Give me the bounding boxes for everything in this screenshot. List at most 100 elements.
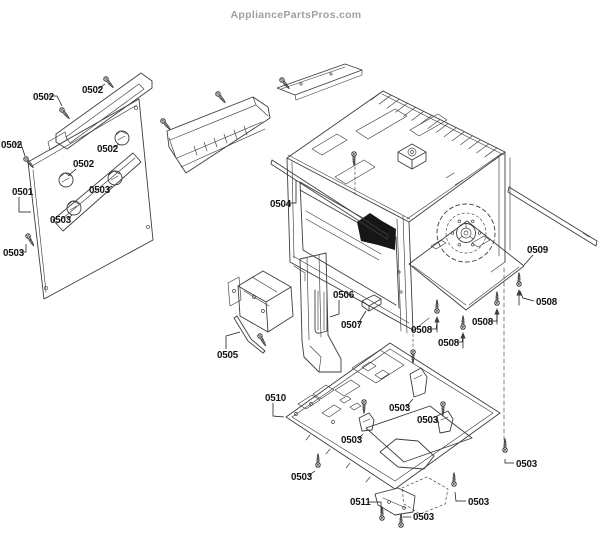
part-label-0503: 0503 (516, 459, 538, 470)
screw-icon (159, 117, 173, 132)
leader-line (429, 322, 438, 330)
bracket-0506 (314, 289, 328, 334)
screw-icon (398, 513, 404, 528)
part-label-0501: 0501 (12, 187, 34, 198)
hatch-line (378, 94, 392, 105)
site-watermark: AppliancePartsPros.com (231, 9, 362, 21)
leader-line (67, 168, 77, 177)
leader-line (272, 403, 285, 418)
heat-shield-0509 (408, 220, 525, 311)
bottom-bracket-0511 (374, 476, 449, 516)
leader-line (287, 180, 297, 204)
leader-line (49, 95, 63, 107)
hatch-line (452, 131, 465, 141)
arrow-up-icon (515, 288, 523, 306)
leader-line (20, 244, 27, 253)
hatch-line (460, 135, 473, 146)
leader-line (456, 337, 464, 343)
screw-icon (214, 90, 228, 105)
leader-line (434, 418, 440, 424)
part-label-0508: 0508 (536, 297, 558, 308)
leader-line (14, 143, 26, 157)
screw-icon (315, 453, 321, 468)
hatch-line (386, 98, 400, 109)
convection-fan (430, 203, 496, 263)
assembly-guide-lines (354, 161, 505, 444)
screw-icon (351, 151, 357, 166)
leader-line (97, 83, 106, 90)
part-label-0503: 0503 (413, 512, 435, 523)
base-pan-0510 (285, 342, 501, 490)
screw-icon (410, 349, 416, 364)
hatch-line (435, 123, 449, 133)
side-mounting-strip (507, 186, 598, 247)
hatch-line (395, 102, 408, 113)
part-label-0503: 0503 (50, 215, 72, 226)
leader-line (523, 254, 534, 266)
screw-icon (502, 438, 508, 453)
spacer-0507 (361, 294, 382, 312)
hatch-line (468, 139, 481, 150)
part-label-0503: 0503 (89, 185, 111, 196)
part-label-0502: 0502 (82, 85, 104, 96)
part-label-0509: 0509 (527, 245, 549, 256)
hatch-line (411, 111, 424, 121)
hatch-line (484, 147, 498, 158)
control-knob-icon (66, 200, 82, 216)
part-label-0508: 0508 (472, 317, 494, 328)
leader-line (490, 314, 498, 322)
leader-line (405, 398, 414, 408)
top-bracket-panel (276, 63, 363, 101)
part-label-0504: 0504 (270, 199, 292, 210)
hatch-line (370, 90, 384, 101)
control-panel-assembly-0501 (27, 72, 154, 300)
screw-icon (361, 399, 367, 414)
screw-icon (24, 232, 37, 248)
leader-line (357, 433, 364, 440)
control-module-0505 (227, 270, 294, 354)
part-label-0503: 0503 (291, 472, 313, 483)
part-label-0502: 0502 (97, 144, 119, 155)
part-label-0510: 0510 (265, 393, 287, 404)
part-label-0502: 0502 (33, 92, 55, 103)
leader-line (112, 143, 120, 149)
leader-line (368, 501, 382, 513)
part-label-0502: 0502 (1, 140, 23, 151)
part-label-0503: 0503 (468, 497, 490, 508)
hatch-line (443, 127, 457, 137)
screw-icon (102, 75, 116, 90)
hatch-line (476, 143, 490, 154)
insulation-hatch (370, 90, 506, 162)
leader-line (66, 214, 73, 220)
screw-icon (494, 291, 500, 306)
mounting-clips-0503 (358, 367, 454, 434)
air-duct-chimney (299, 252, 342, 373)
part-label-0508: 0508 (438, 338, 460, 349)
part-label-0505: 0505 (217, 350, 239, 361)
leader-line (307, 470, 316, 477)
control-knob-icon (58, 172, 74, 188)
part-label-0503: 0503 (3, 248, 25, 259)
screw-icon (58, 106, 72, 121)
part-label-0506: 0506 (333, 290, 355, 301)
control-knobs (58, 130, 130, 216)
screw-icon (434, 299, 440, 314)
screw-icon (460, 315, 466, 330)
part-label-0511: 0511 (350, 497, 371, 508)
leader-line (519, 290, 535, 302)
arrow-up-icon (459, 331, 467, 349)
leader-line (225, 331, 241, 349)
leader-line (454, 491, 466, 502)
leader-line (504, 459, 514, 464)
hatch-line (403, 106, 416, 117)
part-label-0503: 0503 (417, 415, 439, 426)
leader-line (18, 197, 31, 213)
screw-icon (451, 472, 457, 487)
part-label-0507: 0507 (341, 320, 363, 331)
leader-line (357, 310, 367, 325)
control-knob-icon (107, 170, 123, 186)
part-label-0508: 0508 (411, 325, 433, 336)
